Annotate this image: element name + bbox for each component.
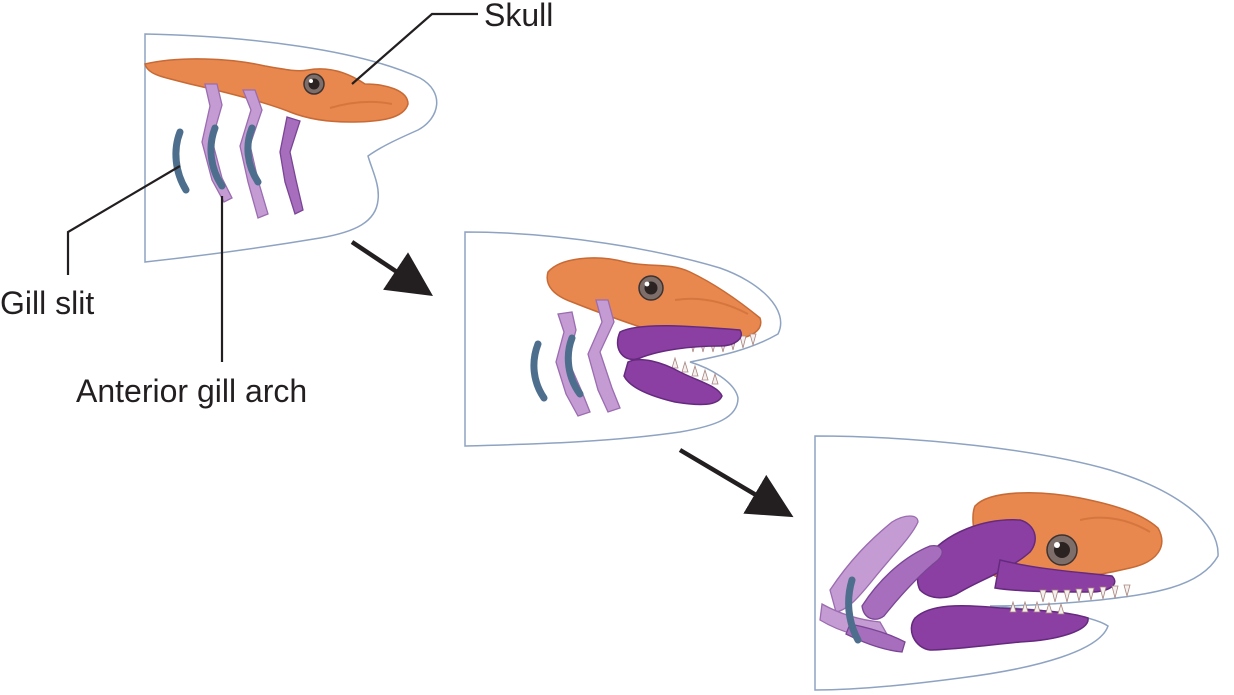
eye-highlight-2: [645, 282, 650, 287]
gill-slit-label: Gill slit: [0, 285, 94, 321]
gill-slit-leader-line: [68, 166, 180, 275]
gill-arch-2a: [556, 312, 590, 416]
eye-highlight-1: [309, 79, 313, 83]
gill-arch-1b: [240, 90, 268, 218]
skull-leader-line: [352, 14, 478, 84]
arrow-stage-2-to-3: [680, 450, 778, 508]
gill-slit-1a: [176, 132, 186, 190]
stage-3-jawed-head: [815, 436, 1218, 690]
eye-highlight-3: [1054, 542, 1060, 548]
gill-slit-2a: [534, 344, 544, 398]
skull-label: Skull: [484, 0, 553, 33]
anterior-gill-arch-label: Anterior gill arch: [76, 373, 307, 409]
stage-1-jawless-head: [145, 34, 437, 262]
stage-2-early-jaw-head: [465, 232, 781, 446]
arrow-stage-1-to-2: [352, 242, 418, 286]
gill-arch-1c: [280, 117, 303, 214]
